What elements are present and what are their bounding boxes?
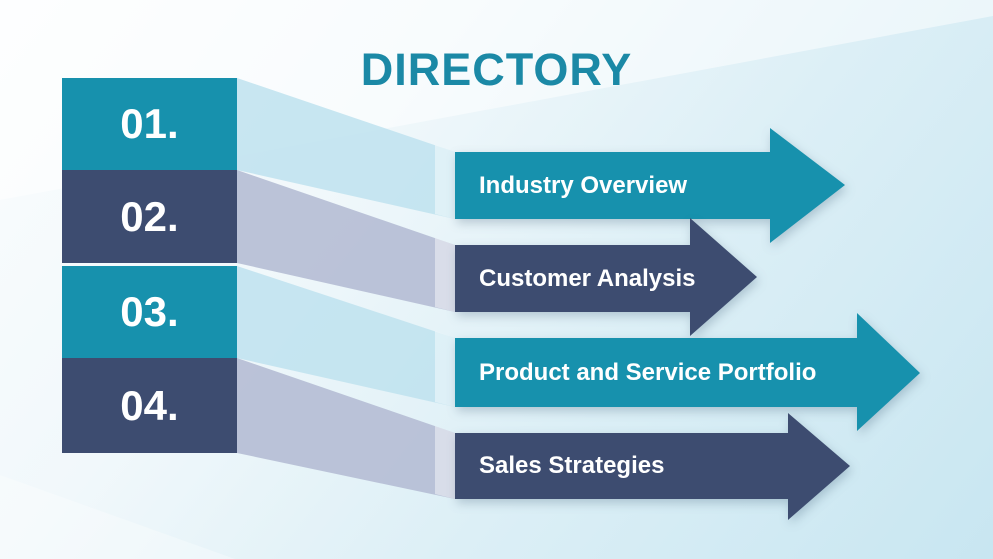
- directory-arrow-product-service-portfolio[interactable]: Product and Service Portfolio: [455, 313, 920, 431]
- directory-number-block-02[interactable]: 02.: [62, 170, 237, 263]
- directory-number-03: 03.: [120, 288, 179, 335]
- directory-number-02: 02.: [120, 192, 179, 240]
- connector-ribbon-3: [237, 266, 455, 407]
- directory-number-block-01[interactable]: 01.: [62, 78, 237, 170]
- directory-arrow-industry-overview[interactable]: Industry Overview: [455, 128, 845, 243]
- connector-ribbon-2: [237, 170, 455, 312]
- directory-arrow-customer-analysis[interactable]: Customer Analysis: [455, 218, 757, 336]
- directory-arrow-label-1: Industry Overview: [479, 172, 688, 199]
- directory-arrow-label-2: Customer Analysis: [479, 265, 696, 292]
- connector-ribbon-4-fold: [435, 426, 455, 499]
- background-wedge-bottom-left: [0, 475, 235, 559]
- connector-ribbon-1: [237, 78, 455, 219]
- connector-ribbon-3-fold: [435, 331, 455, 407]
- directory-arrow-label-4: Sales Strategies: [479, 452, 665, 479]
- directory-arrow-label-3: Product and Service Portfolio: [479, 359, 817, 386]
- directory-number-block-03[interactable]: 03.: [62, 266, 237, 358]
- directory-number-01: 01.: [120, 100, 179, 147]
- directory-number-04: 04.: [120, 381, 179, 429]
- connector-ribbon-4: [237, 358, 455, 499]
- page-title: DIRECTORY: [360, 44, 633, 95]
- directory-number-block-04[interactable]: 04.: [62, 358, 237, 453]
- connector-ribbon-1-fold: [435, 145, 455, 219]
- directory-arrow-sales-strategies[interactable]: Sales Strategies: [455, 413, 850, 520]
- connector-ribbon-2-fold: [435, 238, 455, 312]
